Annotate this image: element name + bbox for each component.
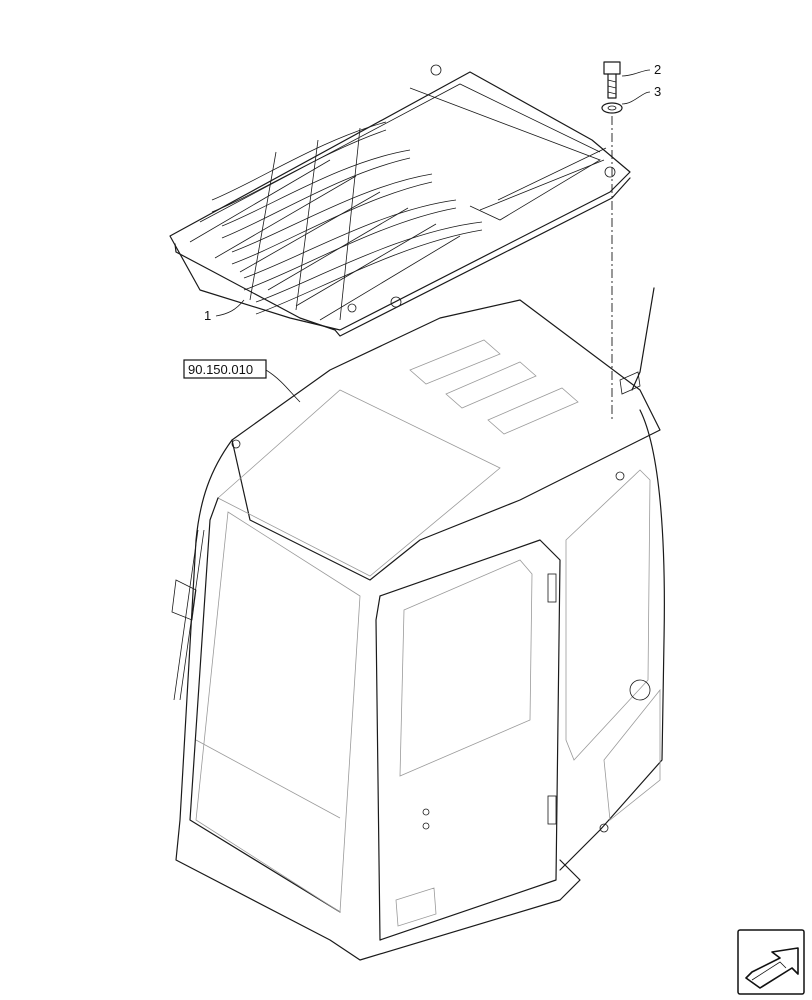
operator-cab xyxy=(171,287,665,961)
callout-2: 2 xyxy=(621,62,661,77)
reference-label: 90.150.010 xyxy=(188,362,253,377)
callout-3: 3 xyxy=(621,84,661,105)
callout-label-1: 1 xyxy=(204,308,211,323)
reference-link[interactable]: 90.150.010 xyxy=(183,359,301,403)
callout-label-3: 3 xyxy=(654,84,661,99)
bolt-icon xyxy=(603,61,621,99)
callout-label-2: 2 xyxy=(654,62,661,77)
roof-guard xyxy=(169,64,631,337)
washer-icon xyxy=(601,102,623,114)
callout-1: 1 xyxy=(204,299,245,323)
arrow-nav-icon[interactable] xyxy=(737,929,805,995)
